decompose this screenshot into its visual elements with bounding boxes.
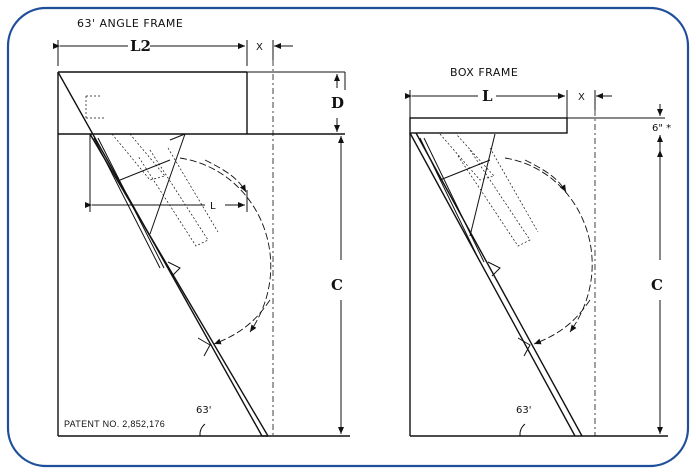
dim-x-label: X [256, 42, 263, 53]
angle-frame-title: 63' ANGLE FRAME [77, 17, 183, 30]
dim-l-label-left: L [210, 201, 216, 212]
dim-c-label-right: C [651, 276, 663, 294]
dim-x-label-right: X [578, 92, 585, 103]
patent-number: PATENT NO. 2,852,176 [64, 419, 165, 429]
diagram-border [6, 6, 690, 468]
dim-c-label-left: C [331, 276, 343, 294]
dim-6-label: 6" * [652, 123, 671, 134]
dim-l2-label: L2 [130, 37, 151, 55]
box-frame-title: BOX FRAME [450, 66, 518, 79]
angle-frame-drawing: 63' ANGLE FRAME L2 X D [53, 17, 350, 437]
box-frame-drawing: BOX FRAME L X 6" * [405, 66, 671, 437]
angle-label-left: 63' [196, 405, 211, 416]
angle-label-right: 63' [516, 405, 531, 416]
dim-d-label: D [331, 94, 344, 112]
dim-l-label-right: L [482, 87, 493, 105]
